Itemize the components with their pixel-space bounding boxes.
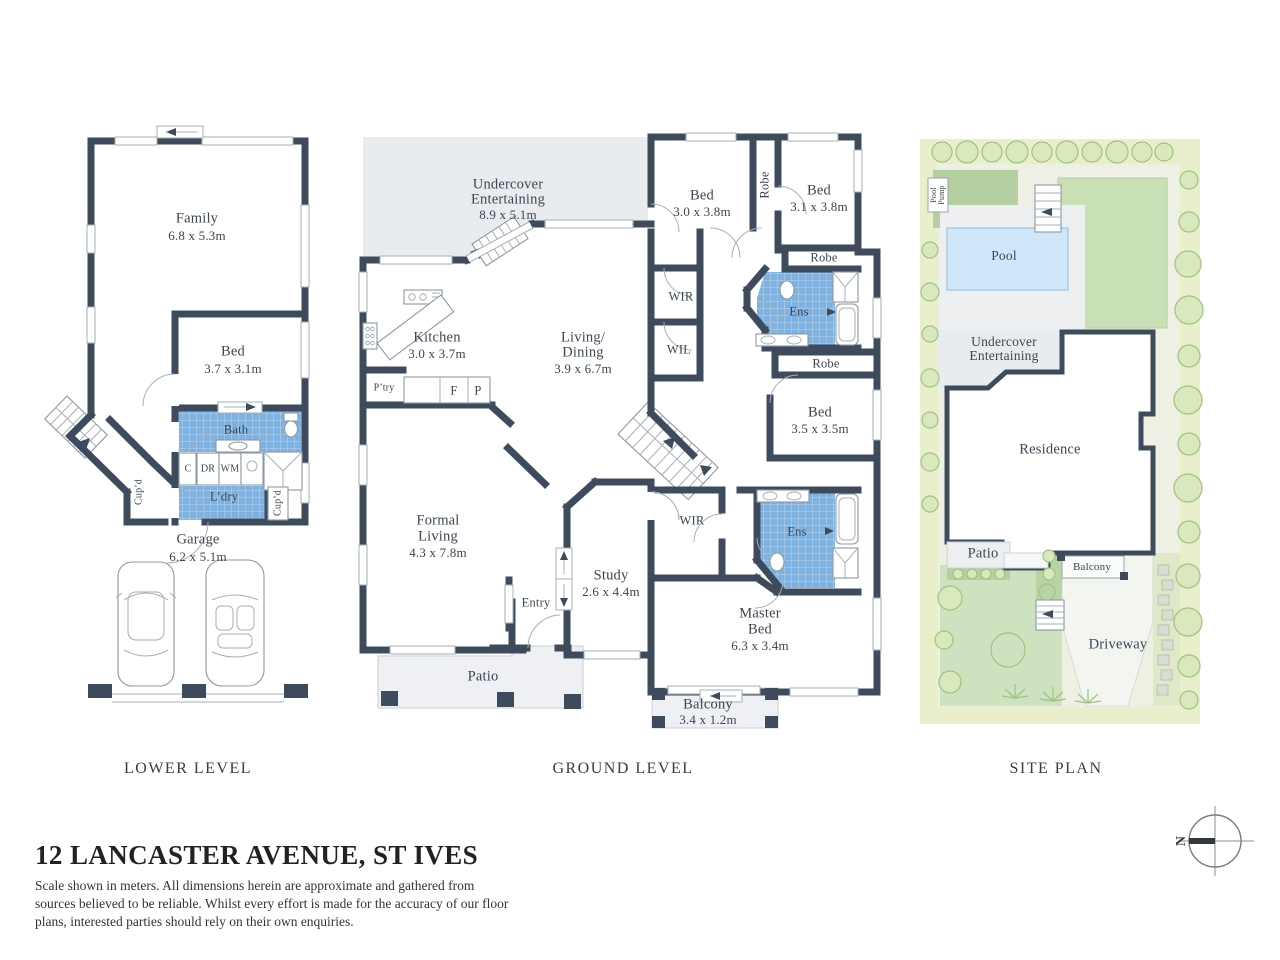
ens-label-1: Ens: [789, 304, 809, 319]
section-label-ground: GROUND LEVEL: [552, 760, 694, 777]
room-label-laundry: L’dry: [209, 489, 239, 504]
room-label-bed1: Bed: [690, 187, 714, 204]
driveway-label: Driveway: [1088, 636, 1148, 653]
room-dims-garage: 6.2 x 5.1m: [169, 549, 227, 564]
room-label-formal-2: Living: [418, 528, 458, 545]
closet-label-c: C: [184, 463, 192, 475]
room-label-living-1: Living/: [560, 329, 606, 346]
closet-label-dr: DR: [200, 463, 216, 475]
room-label-bed-lower: Bed: [221, 343, 245, 360]
label-pantry-p: P: [474, 383, 482, 398]
section-label-site: SITE PLAN: [1009, 760, 1103, 777]
compass-north-label: N: [1174, 835, 1189, 847]
robe-label-vertical: Robe: [757, 171, 772, 199]
patio-label-site: Patio: [967, 545, 999, 562]
balcony-label-ground: Balcony: [683, 696, 733, 713]
site-undercover-1: Undercover: [971, 334, 1037, 349]
room-dims-formal: 4.3 x 7.8m: [409, 545, 467, 560]
wir-label-1: WIR: [668, 289, 694, 304]
balcony-dims-ground: 3.4 x 1.2m: [679, 712, 737, 727]
room-label-study: Study: [593, 567, 629, 584]
room-label-undercover-2: Entertaining: [470, 191, 546, 208]
pool-label: Pool: [991, 248, 1017, 263]
room-label-garage: Garage: [176, 531, 220, 548]
room-label-kitchen: Kitchen: [413, 329, 461, 346]
patio-label-ground: Patio: [467, 668, 499, 685]
room-label-bath: Bath: [223, 422, 249, 437]
room-dims-family: 6.8 x 5.3m: [168, 228, 226, 243]
room-dims-bed1: 3.0 x 3.8m: [673, 204, 731, 219]
balcony-label-site: Balcony: [1072, 561, 1112, 573]
closet-label-wm: WM: [220, 463, 240, 475]
wil-label: WIL: [666, 342, 692, 357]
residence-label: Residence: [1019, 441, 1081, 458]
room-label-master-1: Master: [739, 605, 781, 622]
ground-level-plan: [358, 132, 882, 729]
room-label-living-2: Dining: [562, 344, 604, 361]
robe-label-2: Robe: [812, 356, 840, 371]
room-dims-study: 2.6 x 4.4m: [582, 584, 640, 599]
room-dims-bed2: 3.1 x 3.8m: [790, 199, 848, 214]
room-dims-undercover: 8.9 x 5.1m: [479, 207, 537, 222]
room-label-bed3: Bed: [808, 404, 832, 421]
disclaimer-text: Scale shown in meters. All dimensions he…: [35, 878, 509, 929]
room-label-master-2: Bed: [748, 621, 772, 638]
room-dims-master: 6.3 x 3.4m: [731, 638, 789, 653]
compass-icon: [1180, 806, 1254, 876]
ens-label-2: Ens: [787, 524, 807, 539]
room-label-undercover-1: Undercover: [472, 176, 544, 193]
wir-label-2: WIR: [679, 513, 705, 528]
site-plan: [920, 139, 1204, 724]
car-icon: [205, 559, 265, 687]
room-dims-bed3: 3.5 x 3.5m: [791, 421, 849, 436]
section-label-lower: LOWER LEVEL: [123, 760, 253, 777]
room-label-family: Family: [175, 210, 219, 227]
page-title: 12 LANCASTER AVENUE, ST IVES: [35, 840, 479, 870]
room-label-formal-1: Formal: [416, 512, 460, 529]
robe-label-1: Robe: [810, 250, 838, 265]
cupboard-label-left: Cup’d: [133, 479, 145, 505]
label-fridge: F: [450, 383, 458, 398]
cupboard-label-right: Cup’d: [272, 490, 284, 516]
label-pantry: P’try: [373, 382, 395, 394]
car-icon: [115, 561, 177, 687]
room-label-bed2: Bed: [807, 182, 831, 199]
room-dims-kitchen: 3.0 x 3.7m: [408, 346, 466, 361]
entry-label: Entry: [521, 595, 551, 610]
room-dims-bed-lower: 3.7 x 3.1m: [204, 361, 262, 376]
room-dims-living: 3.9 x 6.7m: [554, 361, 612, 376]
lower-level-plan: [43, 125, 310, 703]
site-undercover-2: Entertaining: [969, 348, 1039, 363]
